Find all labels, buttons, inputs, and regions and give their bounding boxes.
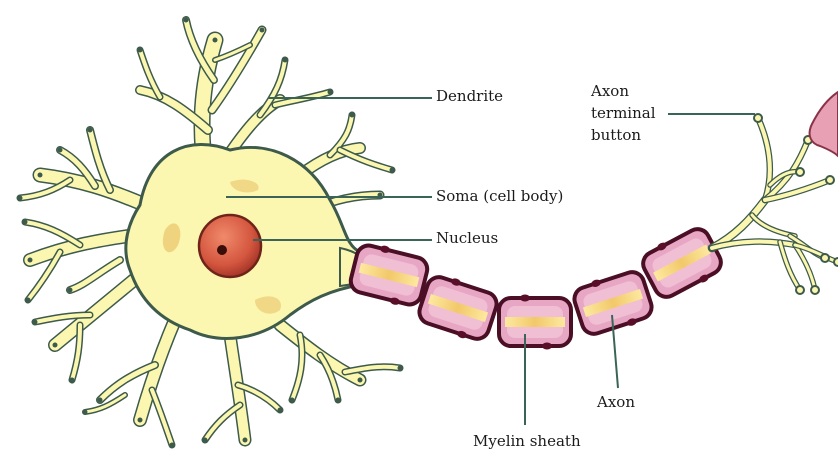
- myelin-segment: [637, 222, 726, 304]
- axon-terminal-button: [811, 286, 819, 294]
- label-axon-terminal-button: Axon terminal button: [591, 80, 656, 146]
- myelin-segment: [415, 271, 500, 346]
- dendrite-tip: [18, 196, 23, 201]
- axon-terminal-button: [834, 258, 838, 266]
- dendrite-tip: [68, 288, 73, 293]
- axon-terminal-button: [821, 254, 829, 262]
- label-axon-terminal-line1: Axon: [591, 80, 656, 102]
- dendrite-branch: [340, 150, 392, 170]
- dendrite-tip: [138, 48, 143, 53]
- dendrite-tip: [38, 173, 43, 178]
- dendrite-tip: [243, 438, 248, 443]
- dendrite-tip: [33, 320, 38, 325]
- dendrite-tip: [390, 168, 395, 173]
- label-axon: Axon: [597, 393, 635, 411]
- dendrite-tip: [170, 443, 175, 448]
- dendrite-tip: [328, 90, 333, 95]
- dendrite-tip: [28, 258, 33, 263]
- axon-terminal-branch-outline: [752, 215, 795, 236]
- dendrite-tip: [83, 410, 88, 415]
- dendrite-tip: [278, 408, 283, 413]
- dendrite-tip: [283, 58, 288, 63]
- dendrite-branch: [152, 390, 172, 445]
- dendrite-tip: [58, 148, 63, 153]
- axon-terminal-button: [796, 286, 804, 294]
- dendrite-tip: [138, 418, 143, 423]
- dendrite-tip: [358, 378, 363, 383]
- dendrite-tip: [350, 113, 355, 118]
- label-dendrite: Dendrite: [436, 87, 503, 105]
- axon-terminal-button: [796, 168, 804, 176]
- dendrite-tip: [290, 398, 295, 403]
- dendrite-tip: [260, 28, 265, 33]
- label-myelin-sheath: Myelin sheath: [473, 432, 581, 450]
- dendrite-tip: [398, 366, 403, 371]
- label-axon-terminal-line2: terminal: [591, 102, 656, 124]
- dendrite-tip: [203, 438, 208, 443]
- dendrite-branch: [70, 260, 120, 290]
- dendrite-tip: [26, 298, 31, 303]
- dendrite-tip: [70, 378, 75, 383]
- dendrite-tip: [336, 398, 341, 403]
- nucleus: [199, 215, 261, 277]
- dendrite-tip: [88, 128, 93, 133]
- axon-terminal-button: [754, 114, 762, 122]
- label-axon-terminal-line3: button: [591, 124, 656, 146]
- label-nucleus: Nucleus: [436, 229, 498, 247]
- dendrite-branch: [55, 275, 140, 345]
- dendrite-tip: [184, 18, 189, 23]
- target-cell: [810, 92, 838, 156]
- myelin-segment: [347, 240, 430, 311]
- dendrite-tip: [98, 398, 103, 403]
- dendrite-tip: [213, 38, 218, 43]
- axon-terminal-button: [826, 176, 834, 184]
- dendrite-tip: [53, 343, 58, 348]
- myelin-segment: [499, 295, 571, 350]
- label-soma: Soma (cell body): [436, 187, 563, 205]
- dendrite-tip: [23, 220, 28, 225]
